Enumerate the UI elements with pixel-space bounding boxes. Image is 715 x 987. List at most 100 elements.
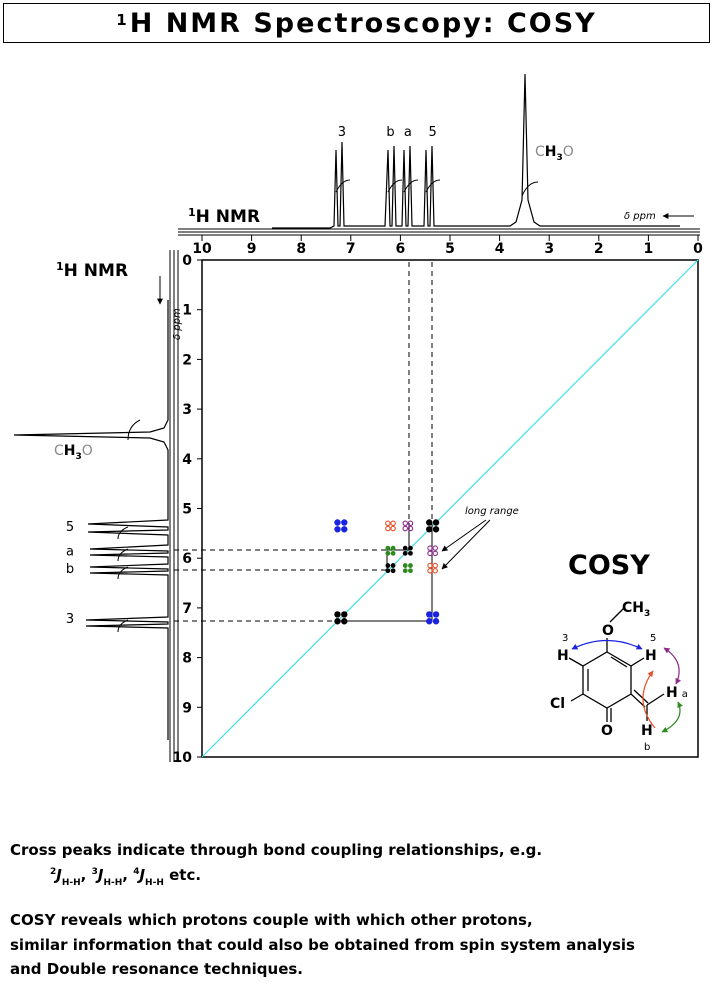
cross-peak-dot xyxy=(334,519,341,526)
cross-peak-dot xyxy=(427,550,433,557)
x-tick-label: 6 xyxy=(396,241,406,257)
methoxy-ch3-label: CH3 xyxy=(622,600,650,619)
cross-peak-dot xyxy=(427,567,433,574)
x-tick-label: 10 xyxy=(192,241,212,257)
cross-peak-dot xyxy=(426,618,433,625)
cl-label: Cl xyxy=(550,696,565,712)
cross-peak-dot xyxy=(402,550,408,556)
cross-peak-dot xyxy=(402,545,408,551)
cross-peak-dot xyxy=(341,611,348,618)
x-tick-label: 4 xyxy=(495,241,505,257)
x-tick-label: 2 xyxy=(594,241,604,257)
cross-peak-dot xyxy=(385,563,391,568)
cross-peak-dot xyxy=(390,563,396,568)
cross-peak-dot xyxy=(341,618,348,625)
cosy-label: COSY xyxy=(568,550,650,581)
caption-line-3: COSY reveals which protons couple with w… xyxy=(10,911,533,929)
cross-peak-dot xyxy=(407,520,414,527)
cross-peak-dot xyxy=(426,611,433,618)
cross-peak xyxy=(385,545,396,556)
orange-coupling-arrow xyxy=(642,670,656,729)
blue-coupling-arrow xyxy=(571,640,643,650)
y-tick-label: 6 xyxy=(182,551,192,567)
cross-peak-dot xyxy=(334,526,341,533)
left-peak-label: 5 xyxy=(66,520,74,535)
cross-peak-dot xyxy=(407,525,414,532)
left-spectrum-trace xyxy=(13,300,169,740)
left-axis-label: 1H NMR xyxy=(56,260,128,281)
methoxy-o-label: O xyxy=(602,623,614,639)
cross-peak-dot xyxy=(432,519,440,526)
y-tick-label: 0 xyxy=(182,253,192,269)
top-integral-curve xyxy=(335,179,539,197)
cross-peak-dot xyxy=(334,618,341,625)
caption-line-4: similar information that could also be o… xyxy=(10,936,635,954)
cross-peak xyxy=(402,520,414,532)
top-peak-label: 5 xyxy=(428,125,436,140)
cross-peak xyxy=(427,545,438,557)
title-superscript: 1 xyxy=(116,11,129,29)
cross-peak-dot xyxy=(408,545,413,551)
cross-peak-dot xyxy=(390,545,396,551)
title-text: H NMR Spectroscopy: COSY xyxy=(129,7,597,39)
h5-label: H xyxy=(645,648,657,664)
cross-peak-dot xyxy=(385,545,391,551)
cross-peak-dot xyxy=(341,526,348,533)
y-tick-label: 4 xyxy=(182,452,192,468)
caption-line-5: and Double resonance techniques. xyxy=(10,960,303,978)
y-tick-label: 3 xyxy=(182,402,192,418)
x-tick-label: 9 xyxy=(247,241,257,257)
cross-peak-dot xyxy=(432,550,438,557)
left-peak-label: b xyxy=(66,562,74,577)
cross-peak-dot xyxy=(402,563,408,568)
left-methoxy-label: CH3O xyxy=(54,443,93,462)
top-methoxy-label: CH3O xyxy=(535,144,574,163)
cross-peak-dot xyxy=(390,550,396,556)
cross-peak-dot xyxy=(334,611,341,618)
x-tick-label: 1 xyxy=(644,241,654,257)
cross-peaks xyxy=(334,519,440,625)
cross-peak-dot xyxy=(402,525,408,532)
cross-peak-dot xyxy=(426,519,433,526)
cross-peak xyxy=(385,520,396,532)
left-peak-label: a xyxy=(66,545,74,560)
long-range-arrow-a xyxy=(441,519,487,552)
x-tick-label: 8 xyxy=(296,241,306,257)
top-spectrum-trace xyxy=(272,73,680,229)
cross-peak-dot xyxy=(385,550,391,556)
cross-peak-dot xyxy=(432,526,440,533)
hb-label: H xyxy=(641,723,653,739)
y-tick-label: 10 xyxy=(173,750,193,766)
long-range-label: long range xyxy=(465,506,519,517)
cross-peak-dot xyxy=(402,520,408,527)
cross-peak xyxy=(402,545,413,556)
caption-line-2: 2JH-H, 3JH-H, 4JH-H etc. xyxy=(50,866,202,888)
diagonal-line xyxy=(201,259,699,758)
y-tick-label: 2 xyxy=(182,352,192,368)
cross-peak xyxy=(385,563,396,574)
cross-peak-dot xyxy=(408,563,413,568)
cross-peak-dot xyxy=(432,562,438,569)
cross-peak-dot xyxy=(432,611,440,618)
cross-peak-dot xyxy=(427,545,433,551)
h3-label: H xyxy=(557,648,569,664)
cross-peak xyxy=(402,563,413,574)
x-tick-label: 3 xyxy=(544,241,554,257)
top-peak-label: b xyxy=(386,125,394,140)
y-tick-label: 7 xyxy=(182,601,192,617)
cross-peak xyxy=(427,562,438,574)
cross-peak-dot xyxy=(402,568,408,574)
y-tick-label: 5 xyxy=(182,502,192,518)
cross-peak-dot xyxy=(385,520,391,527)
purple-coupling-arrow xyxy=(663,647,681,685)
cross-peak-dot xyxy=(408,568,413,574)
cross-peak-dot xyxy=(390,525,396,532)
